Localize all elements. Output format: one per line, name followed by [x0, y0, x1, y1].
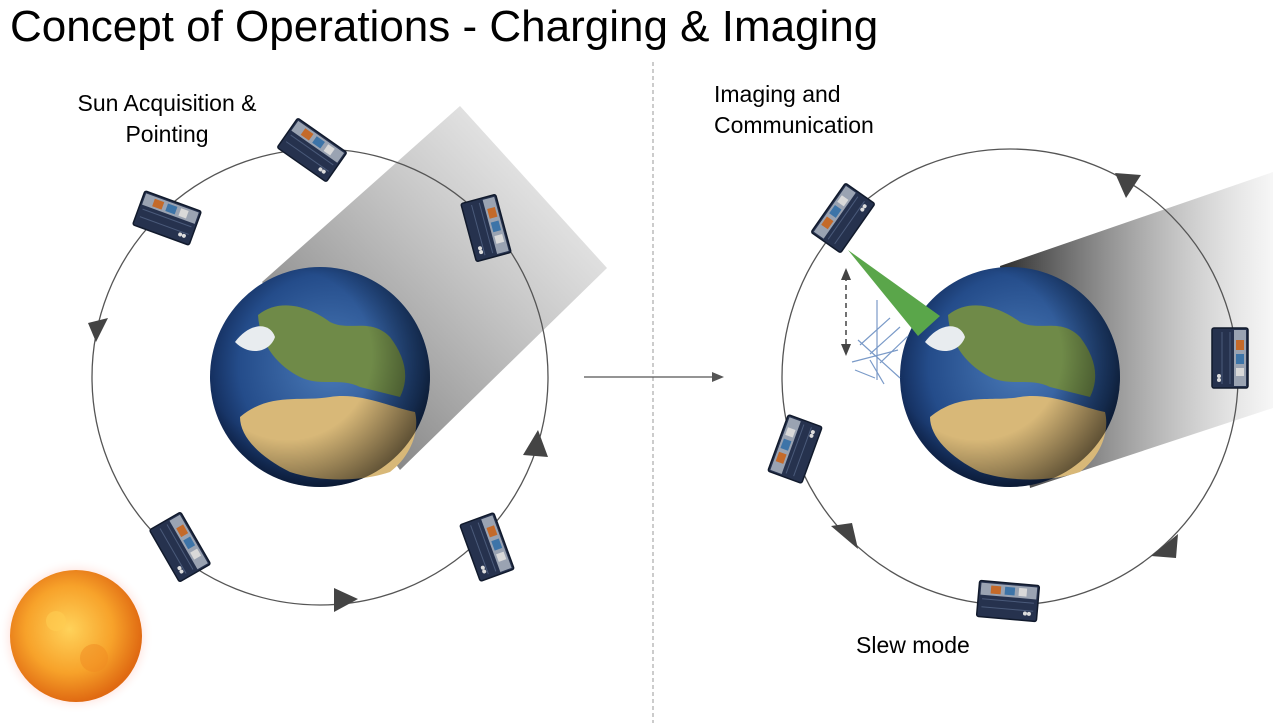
orbit-arrow-icon	[1115, 173, 1141, 198]
satellite-icon	[767, 413, 823, 485]
imaging-beam	[848, 250, 940, 336]
satellite-icon	[276, 117, 348, 183]
communication-link	[841, 268, 851, 356]
imaging-communication-label: Imaging and Communication	[714, 81, 874, 138]
orbit-arrow-icon	[831, 523, 858, 549]
left-panel-charging	[0, 106, 607, 714]
orbit-arrow-icon	[523, 430, 548, 457]
sun-icon	[0, 558, 154, 714]
satellite-icon	[975, 579, 1041, 623]
slide-title: Concept of Operations - Charging & Imagi…	[10, 2, 879, 51]
right-panel-imaging	[767, 148, 1273, 623]
orbit-arrow-icon	[88, 318, 108, 342]
orbit-arrow-icon	[334, 588, 358, 612]
earth-icon	[900, 267, 1120, 487]
sun-acquisition-label: Sun Acquisition & Pointing	[77, 90, 257, 147]
orbit-arrow-icon	[1151, 534, 1178, 558]
slew-mode-label: Slew mode	[856, 632, 970, 658]
transition-arrow	[584, 372, 724, 382]
earth-icon	[210, 267, 430, 487]
satellite-icon	[810, 182, 876, 254]
satellite-icon	[1211, 327, 1249, 389]
satellite-icon	[131, 190, 203, 246]
satellite-icon	[459, 511, 515, 583]
antenna-icon	[851, 300, 909, 385]
